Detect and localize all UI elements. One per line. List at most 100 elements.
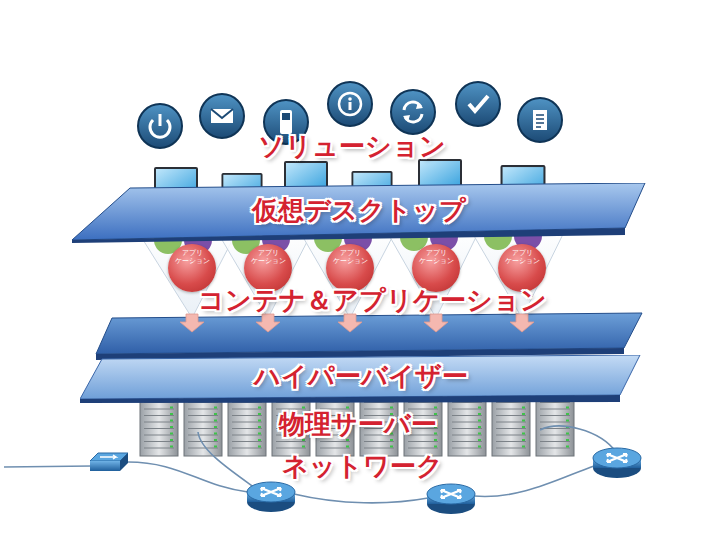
rack-slot — [232, 422, 262, 423]
status-light — [214, 413, 217, 415]
status-light — [346, 407, 349, 409]
status-light — [302, 407, 305, 409]
rack-slot — [452, 448, 482, 449]
status-light — [390, 407, 393, 409]
rack-slot — [364, 441, 394, 442]
rack-slot — [364, 448, 394, 449]
rack-slot — [540, 415, 570, 416]
rack-slot — [408, 448, 438, 449]
rack-slot — [540, 435, 570, 436]
status-light — [390, 439, 393, 441]
rack-slot — [452, 428, 482, 429]
rack-slot — [144, 428, 174, 429]
rack-slot — [496, 435, 526, 436]
status-light — [170, 413, 173, 415]
down-arrows — [180, 314, 534, 332]
status-light — [566, 407, 569, 409]
rack-slot — [144, 415, 174, 416]
status-light — [566, 420, 569, 422]
status-light — [258, 433, 261, 435]
rack-slot — [232, 448, 262, 449]
status-light — [170, 433, 173, 435]
rack-slot — [232, 441, 262, 442]
rack-slot — [540, 409, 570, 410]
plane-surface — [80, 355, 640, 399]
layer-label: 物理サーバー — [279, 407, 437, 442]
rack-slot — [540, 402, 570, 403]
status-light — [522, 439, 525, 441]
rack-slot — [452, 415, 482, 416]
status-light — [258, 413, 261, 415]
circle-text: アプリ ケーション — [415, 250, 457, 266]
rack-slot — [188, 422, 218, 423]
network — [4, 426, 641, 514]
status-light — [214, 433, 217, 435]
status-light — [170, 420, 173, 422]
status-light — [478, 433, 481, 435]
rack-slot — [496, 415, 526, 416]
status-light — [434, 407, 437, 409]
status-light — [522, 446, 525, 448]
status-light — [170, 439, 173, 441]
rack-slot — [496, 428, 526, 429]
rack-slot — [188, 435, 218, 436]
status-light — [170, 426, 173, 428]
container-plane — [96, 313, 642, 360]
status-light — [566, 433, 569, 435]
status-light — [478, 413, 481, 415]
rack-slot — [144, 441, 174, 442]
circle-text: アプリ ケーション — [329, 250, 371, 266]
status-light — [214, 439, 217, 441]
status-light — [390, 446, 393, 448]
status-light — [566, 439, 569, 441]
rack-slot — [540, 441, 570, 442]
status-light — [302, 446, 305, 448]
rack-slot — [232, 415, 262, 416]
status-light — [434, 439, 437, 441]
rack-slot — [188, 448, 218, 449]
status-light — [258, 446, 261, 448]
rack-slot — [452, 422, 482, 423]
rack-slot — [452, 435, 482, 436]
status-light — [478, 420, 481, 422]
status-light — [566, 446, 569, 448]
rack-slot — [276, 448, 306, 449]
rack-slot — [144, 409, 174, 410]
status-light — [258, 426, 261, 428]
status-light — [346, 446, 349, 448]
rack-slot — [540, 422, 570, 423]
rack-slot — [496, 409, 526, 410]
rack-slot — [276, 441, 306, 442]
status-light — [522, 433, 525, 435]
status-light — [170, 407, 173, 409]
status-light — [302, 439, 305, 441]
status-light — [566, 413, 569, 415]
status-light — [522, 426, 525, 428]
rack-slot — [144, 435, 174, 436]
status-light — [522, 413, 525, 415]
rack-slot — [452, 409, 482, 410]
rack-slot — [144, 422, 174, 423]
rack-slot — [496, 422, 526, 423]
rack-slot — [232, 435, 262, 436]
rack-slot — [320, 448, 350, 449]
plane-edge — [80, 395, 620, 403]
rack-slot — [540, 448, 570, 449]
status-light — [522, 407, 525, 409]
layer-label: ソリューション — [258, 129, 446, 164]
rack-slot — [496, 441, 526, 442]
rack-slot — [188, 428, 218, 429]
status-light — [258, 407, 261, 409]
status-light — [214, 426, 217, 428]
status-light — [258, 420, 261, 422]
status-light — [522, 420, 525, 422]
layer-plane: 仮想デスクトップ — [70, 183, 648, 243]
rack-slot — [188, 415, 218, 416]
circle-text: アプリ ケーション — [247, 250, 289, 266]
status-light — [478, 426, 481, 428]
status-light — [214, 446, 217, 448]
circle-text: アプリ ケーション — [501, 250, 543, 266]
status-light — [346, 439, 349, 441]
rack-slot — [144, 448, 174, 449]
